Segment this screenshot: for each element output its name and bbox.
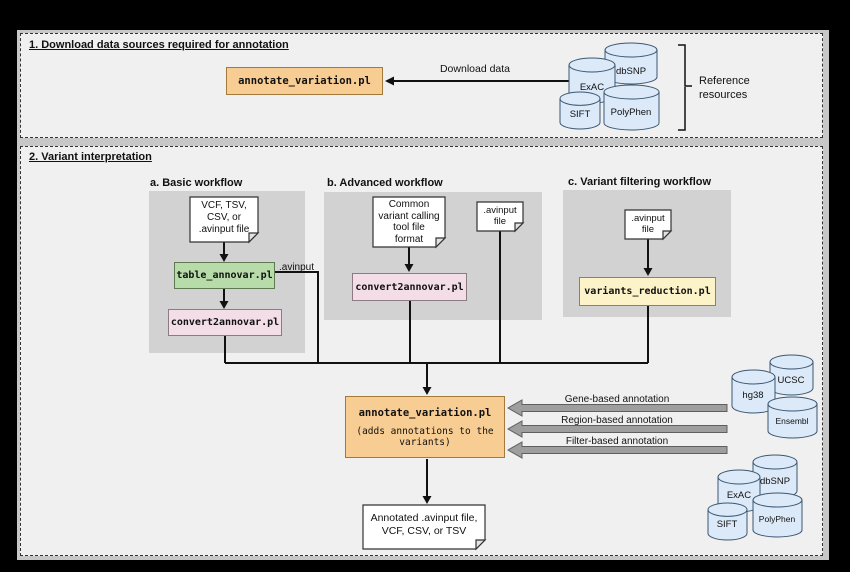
db-cylinder-hg38: hg38 bbox=[731, 369, 776, 414]
basic-input-doc: VCF, TSV, CSV, or .avinput file bbox=[198, 200, 250, 235]
svg-text:ExAC: ExAC bbox=[580, 82, 604, 93]
annotated-output-doc: Annotated .avinput file, VCF, CSV, or TS… bbox=[370, 512, 478, 537]
gene-annotation-label: Gene-based annotation bbox=[565, 394, 670, 405]
filtering-avinput-doc: .avinput file bbox=[631, 213, 665, 235]
section-2-heading: 2. Variant interpretation bbox=[29, 151, 152, 163]
reference-resources-label: Reference resources bbox=[699, 75, 750, 101]
avinput-edge-label: .avinput bbox=[279, 262, 315, 273]
svg-text:dbSNP: dbSNP bbox=[616, 66, 646, 77]
flow-arrows bbox=[219, 239, 653, 504]
annotate-variation-main-title: annotate_variation.pl bbox=[358, 406, 492, 419]
convert2annovar-basic-box: convert2annovar.pl bbox=[168, 309, 282, 336]
annotate-variation-main-content: annotate_variation.pl (adds annotations … bbox=[346, 407, 504, 448]
svg-text:hg38: hg38 bbox=[742, 390, 763, 401]
svg-text:Ensembl: Ensembl bbox=[775, 416, 808, 426]
svg-text:PolyPhen: PolyPhen bbox=[759, 514, 796, 524]
annotate-variation-main-subtitle: (adds annotations to the variants) bbox=[356, 425, 494, 448]
basic-workflow-title: a. Basic workflow bbox=[150, 177, 243, 189]
svg-text:PolyPhen: PolyPhen bbox=[611, 107, 652, 118]
advanced-avinput-doc: .avinput file bbox=[483, 205, 517, 227]
svg-text:ExAC: ExAC bbox=[727, 490, 751, 501]
svg-text:SIFT: SIFT bbox=[570, 109, 591, 120]
db-cylinder-ucsc: UCSC bbox=[769, 354, 814, 396]
region-annotation-label: Region-based annotation bbox=[561, 415, 673, 426]
section-1-heading: 1. Download data sources required for an… bbox=[29, 39, 289, 51]
variants-reduction-box: variants_reduction.pl bbox=[579, 277, 716, 306]
reference-bracket bbox=[678, 44, 692, 131]
db-cylinder-polyphen-bottom: PolyPhen bbox=[752, 492, 803, 538]
db-cylinder-sift-bottom: SIFT bbox=[707, 502, 748, 541]
download-data-label: Download data bbox=[439, 63, 511, 75]
db-cylinder-polyphen-top: PolyPhen bbox=[603, 84, 660, 131]
download-data-arrow bbox=[385, 76, 570, 86]
annotate-variation-download-box: annotate_variation.pl bbox=[226, 67, 383, 95]
flow-bus-lines bbox=[224, 231, 649, 364]
annotate-variation-main-box: annotate_variation.pl (adds annotations … bbox=[345, 396, 505, 458]
document-shapes bbox=[189, 196, 673, 551]
db-cylinder-ensembl: Ensembl bbox=[767, 396, 818, 439]
advanced-input-doc: Common variant calling tool file format bbox=[378, 199, 440, 245]
advanced-workflow-title: b. Advanced workflow bbox=[327, 177, 443, 189]
svg-text:UCSC: UCSC bbox=[778, 375, 805, 386]
svg-text:dbSNP: dbSNP bbox=[760, 476, 790, 487]
convert2annovar-advanced-box: convert2annovar.pl bbox=[352, 273, 467, 301]
filtering-workflow-title: c. Variant filtering workflow bbox=[568, 176, 712, 188]
annotation-arrows: Gene-based annotation Region-based annot… bbox=[506, 394, 728, 459]
table-annovar-box: table_annovar.pl bbox=[174, 262, 275, 289]
svg-text:SIFT: SIFT bbox=[717, 519, 738, 530]
db-cylinder-dbsnp-top: dbSNP bbox=[604, 42, 658, 85]
db-cylinder-sift-top: SIFT bbox=[559, 91, 601, 130]
filter-annotation-label: Filter-based annotation bbox=[566, 436, 668, 447]
